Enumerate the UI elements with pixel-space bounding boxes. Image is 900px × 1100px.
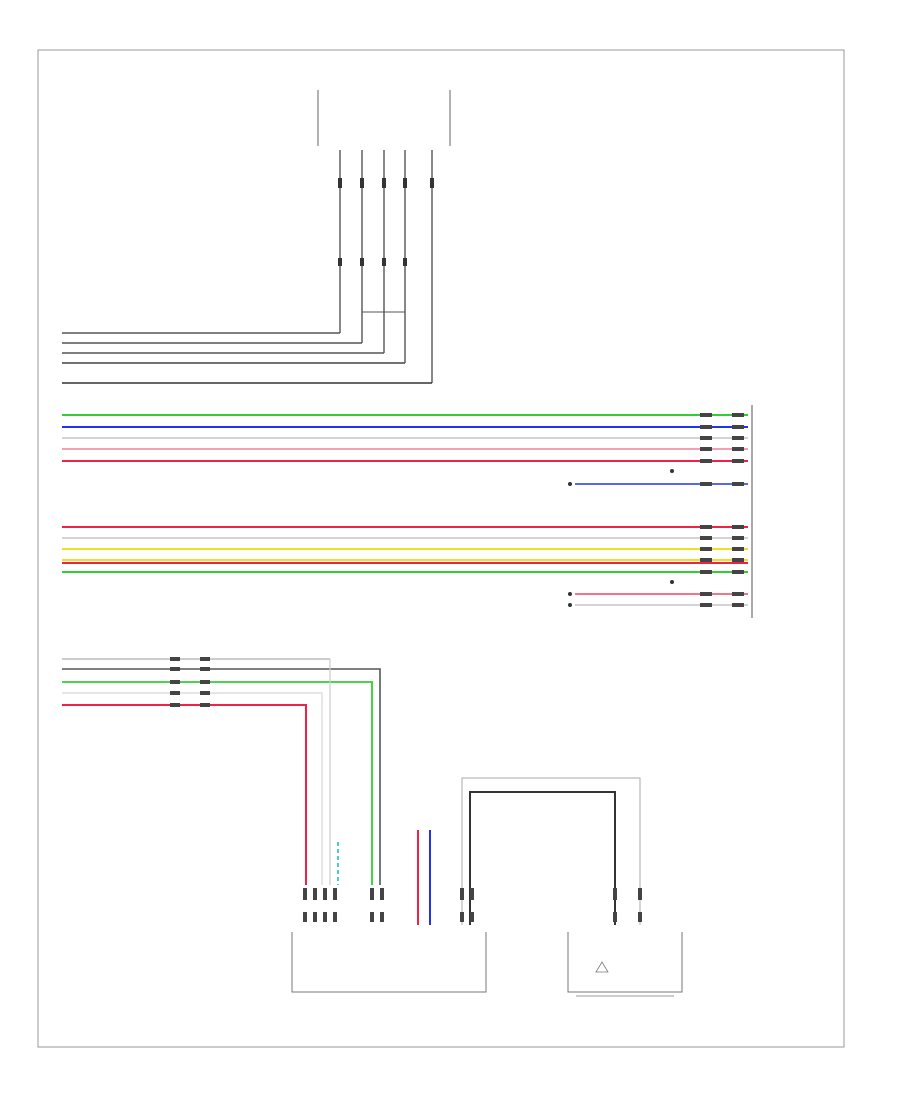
audio-unit-connector <box>700 405 753 618</box>
antenna-block <box>567 888 683 997</box>
lower-module <box>291 888 487 993</box>
diagram-border <box>37 49 845 1048</box>
antenna-cable <box>461 777 641 925</box>
lower-wire-bundle <box>62 526 748 573</box>
bottom-left-wire-bundle <box>62 658 381 885</box>
mid-wire-bundle <box>62 414 748 462</box>
warning-icon <box>595 961 609 973</box>
top-left-wire-bundle <box>62 332 432 384</box>
top-connector-block <box>317 90 451 383</box>
